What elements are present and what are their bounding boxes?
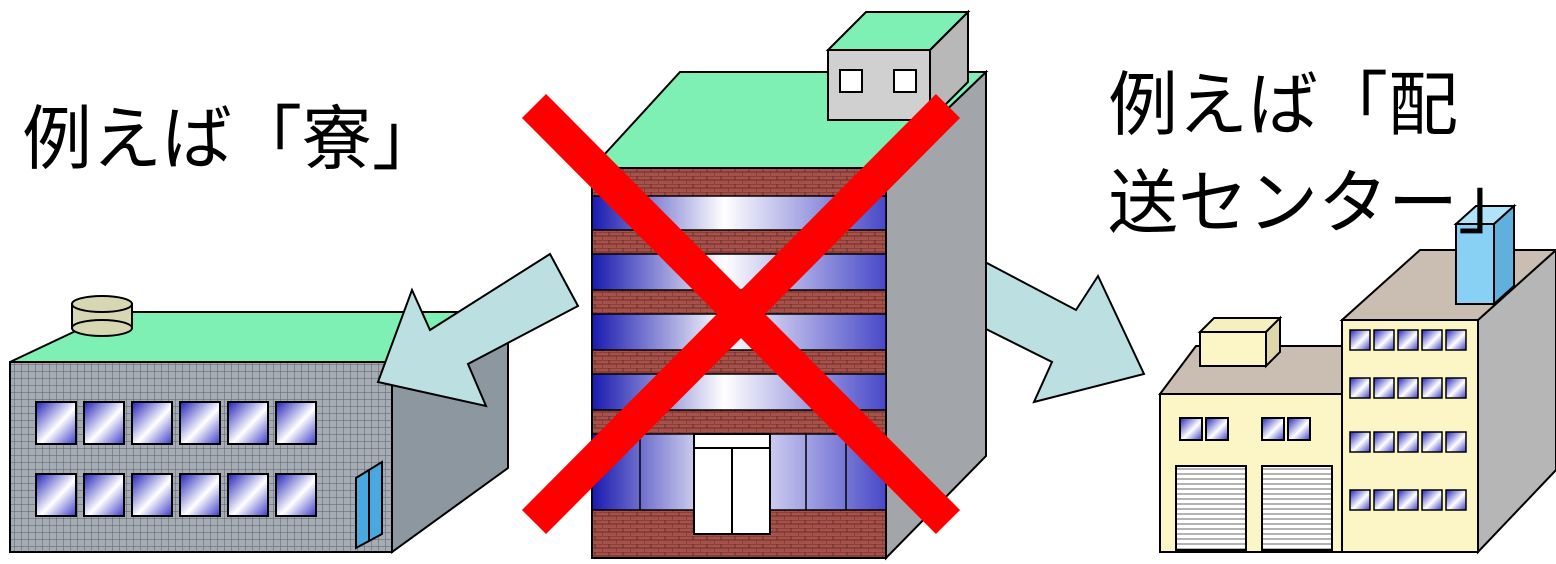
label-distribution-center-line1: 例えば「配 xyxy=(1108,62,1458,148)
distribution-center-icon xyxy=(1160,206,1556,552)
label-distribution-center-line2: 送センター」 xyxy=(1108,160,1528,246)
rooftop-penthouse xyxy=(828,12,968,120)
entrance-door xyxy=(694,434,770,534)
rooftop-tank-icon xyxy=(72,296,132,336)
label-dormitory: 例えば「寮」 xyxy=(22,96,442,182)
rooftop-unit xyxy=(1200,318,1280,366)
